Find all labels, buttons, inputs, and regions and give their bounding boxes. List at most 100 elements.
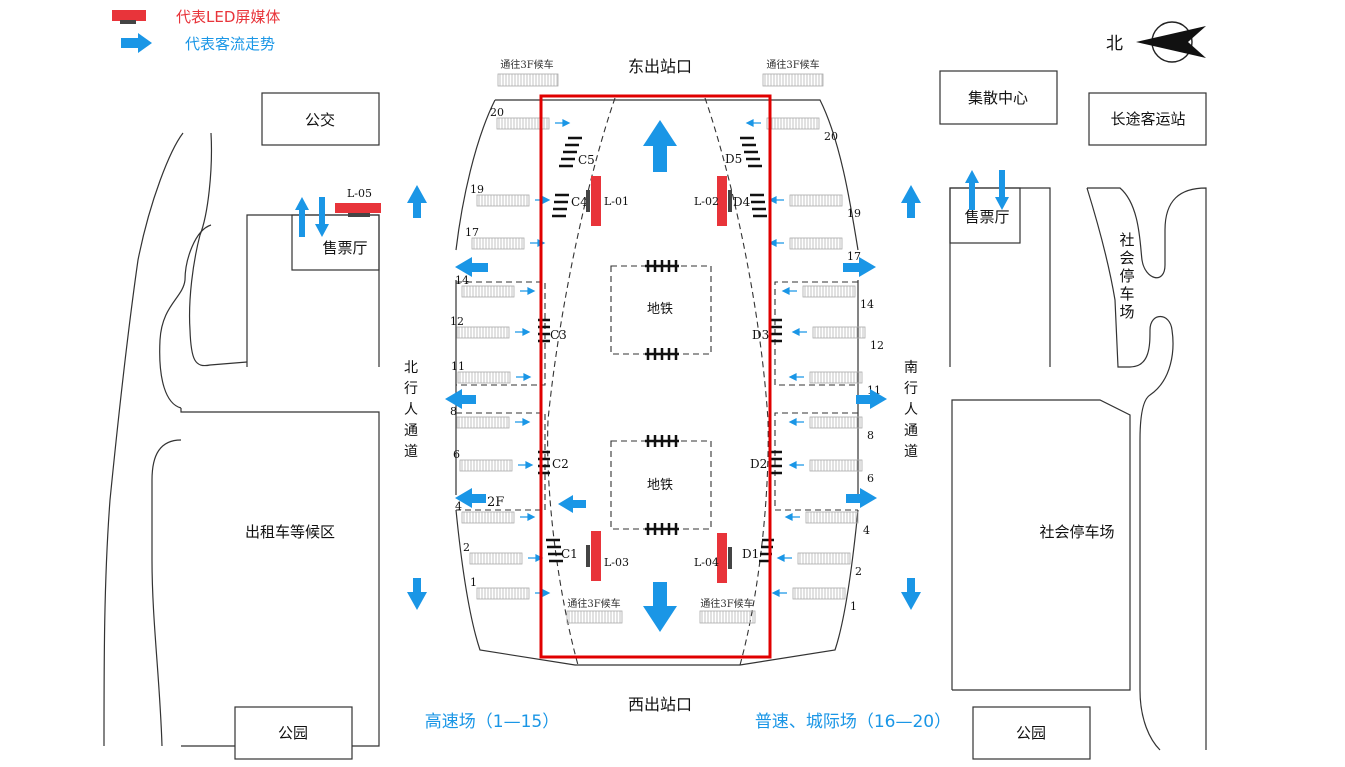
flow-arrow-left-2-icon xyxy=(445,389,476,409)
small-flow-arrow-icon xyxy=(516,373,532,381)
platform-left-6-stairs xyxy=(459,459,513,472)
flow-arrow-right-3-icon xyxy=(846,488,877,508)
small-flow-arrow-icon xyxy=(768,239,784,247)
west-exit-label: 西出站口 xyxy=(628,695,692,714)
platform-right-6-stairs xyxy=(809,459,863,472)
led-screen-l03 xyxy=(591,531,601,581)
led-legend-label: 代表LED屏媒体 xyxy=(176,8,280,26)
ticket-right-down-icon xyxy=(995,170,1009,210)
platform-left-12-stairs xyxy=(456,326,510,339)
platform-left-8-stairs xyxy=(456,416,510,429)
ticket-hall-right-label: 售票厅 xyxy=(964,208,1009,226)
platform-left-number: 11 xyxy=(451,360,465,373)
platform-left-number: 17 xyxy=(465,226,479,239)
flow-legend-label: 代表客流走势 xyxy=(185,35,275,53)
stair-c5: C5 xyxy=(578,153,595,167)
east-exit-label: 东出站口 xyxy=(628,57,692,76)
small-flow-arrow-icon xyxy=(776,554,792,562)
led-screen-l05 xyxy=(335,203,381,213)
flow-arrow-up-icon xyxy=(643,120,677,172)
ticket-right-up-icon xyxy=(965,170,979,210)
distribution-center xyxy=(939,70,1058,125)
flow-arrow-left-3-icon xyxy=(455,488,486,508)
to-3f-bottom-left: 通往3F候车 xyxy=(567,597,620,610)
north-passage-label: 北行人通道 xyxy=(404,360,418,460)
platform-right-number: 6 xyxy=(867,472,874,485)
platform-right-8-stairs xyxy=(809,416,863,429)
taxi-area xyxy=(180,408,380,747)
escalator-bottom-right xyxy=(699,610,756,624)
station-outline xyxy=(455,99,859,666)
small-flow-arrow-icon xyxy=(515,418,531,426)
legend: 代表LED屏媒体 代表客流走势 xyxy=(112,8,280,53)
platform-left-11-stairs xyxy=(457,371,511,384)
led-screen-l02 xyxy=(717,176,727,226)
bus-label: 公交 xyxy=(305,111,335,129)
ticket-left-up-icon xyxy=(295,197,309,237)
highlight-frame xyxy=(539,94,772,659)
small-flow-arrow-icon xyxy=(784,513,800,521)
bus-building xyxy=(261,92,380,146)
platform-right-14-stairs xyxy=(802,285,856,298)
stair-c2: C2 xyxy=(552,457,569,471)
small-flow-arrow-icon xyxy=(555,119,571,127)
platform-right-19-stairs xyxy=(789,194,843,207)
stair-labels: C5 C4 C3 C2 C1 D5 D4 D3 D2 D1 xyxy=(550,152,769,561)
platform-left-number: 4 xyxy=(455,500,462,513)
long-distance-bus-label: 长途客运站 xyxy=(1110,110,1185,128)
flow-arrow-right-2-icon xyxy=(856,389,887,409)
platform-left-number: 1 xyxy=(470,576,477,589)
platform-right-number: 8 xyxy=(867,429,874,442)
stair-c3: C3 xyxy=(550,328,567,342)
platform-right-number: 2 xyxy=(855,565,862,578)
park-bottom-right xyxy=(972,706,1091,760)
platform-left-number: 2 xyxy=(463,541,470,554)
compass-north-label: 北 xyxy=(1106,34,1123,54)
stair-d2: D2 xyxy=(750,457,767,471)
stair-c4: C4 xyxy=(571,195,588,209)
platform-left-number: 19 xyxy=(470,183,484,196)
ticket-hall-left-label: 售票厅 xyxy=(322,239,367,257)
flow-arrow-north-down-icon xyxy=(407,578,427,610)
led-label-l05: L-05 xyxy=(347,187,372,200)
to-3f-top-right: 通往3F候车 xyxy=(766,58,819,71)
flow-arrow-down-icon xyxy=(643,582,677,632)
flow-legend-arrow-icon xyxy=(121,33,152,53)
platform-right-12-stairs xyxy=(812,326,866,339)
left-ticket-block xyxy=(246,214,380,367)
escalator-top-left xyxy=(497,73,559,87)
stair-d5: D5 xyxy=(725,152,742,166)
small-flow-arrow-icon xyxy=(788,418,804,426)
flow-arrow-south-down-icon xyxy=(901,578,921,610)
flow-arrow-left-1-icon xyxy=(455,257,488,277)
to-3f-top-left: 通往3F候车 xyxy=(500,58,553,71)
platform-left-number: 14 xyxy=(455,274,469,287)
platform-right-17-stairs xyxy=(789,237,843,250)
stair-d4: D4 xyxy=(733,195,751,209)
platform-right-4-stairs xyxy=(805,511,859,524)
high-speed-zone-label: 高速场（1—15） xyxy=(425,712,559,732)
platform-right-number: 19 xyxy=(847,207,861,220)
led-labels: L-01 L-02 L-03 L-04 L-05 xyxy=(347,187,719,569)
ticket-left-down-icon xyxy=(315,197,329,237)
led-legend-icon xyxy=(112,10,146,21)
flow-arrows xyxy=(295,120,1009,632)
platform-left-1-stairs xyxy=(476,587,530,600)
platform-right-number: 17 xyxy=(847,250,861,263)
small-flow-arrow-icon xyxy=(528,554,544,562)
led-label-l03: L-03 xyxy=(604,556,629,569)
led-screen-l01 xyxy=(591,176,601,226)
platform-left-4-stairs xyxy=(461,511,515,524)
platform-right-1-stairs xyxy=(792,587,846,600)
led-label-l01: L-01 xyxy=(604,195,629,208)
platform-left-number: 6 xyxy=(453,448,460,461)
metro-upper-label: 地铁 xyxy=(647,302,673,317)
metro-stair-ticks xyxy=(645,260,679,535)
platform-right-number: 20 xyxy=(824,130,838,143)
platform-left-2-stairs xyxy=(469,552,523,565)
left-roads xyxy=(103,132,248,747)
left-ticket-hall xyxy=(291,214,380,271)
platform-right-2-stairs xyxy=(797,552,851,565)
platform-right-11-stairs xyxy=(809,371,863,384)
